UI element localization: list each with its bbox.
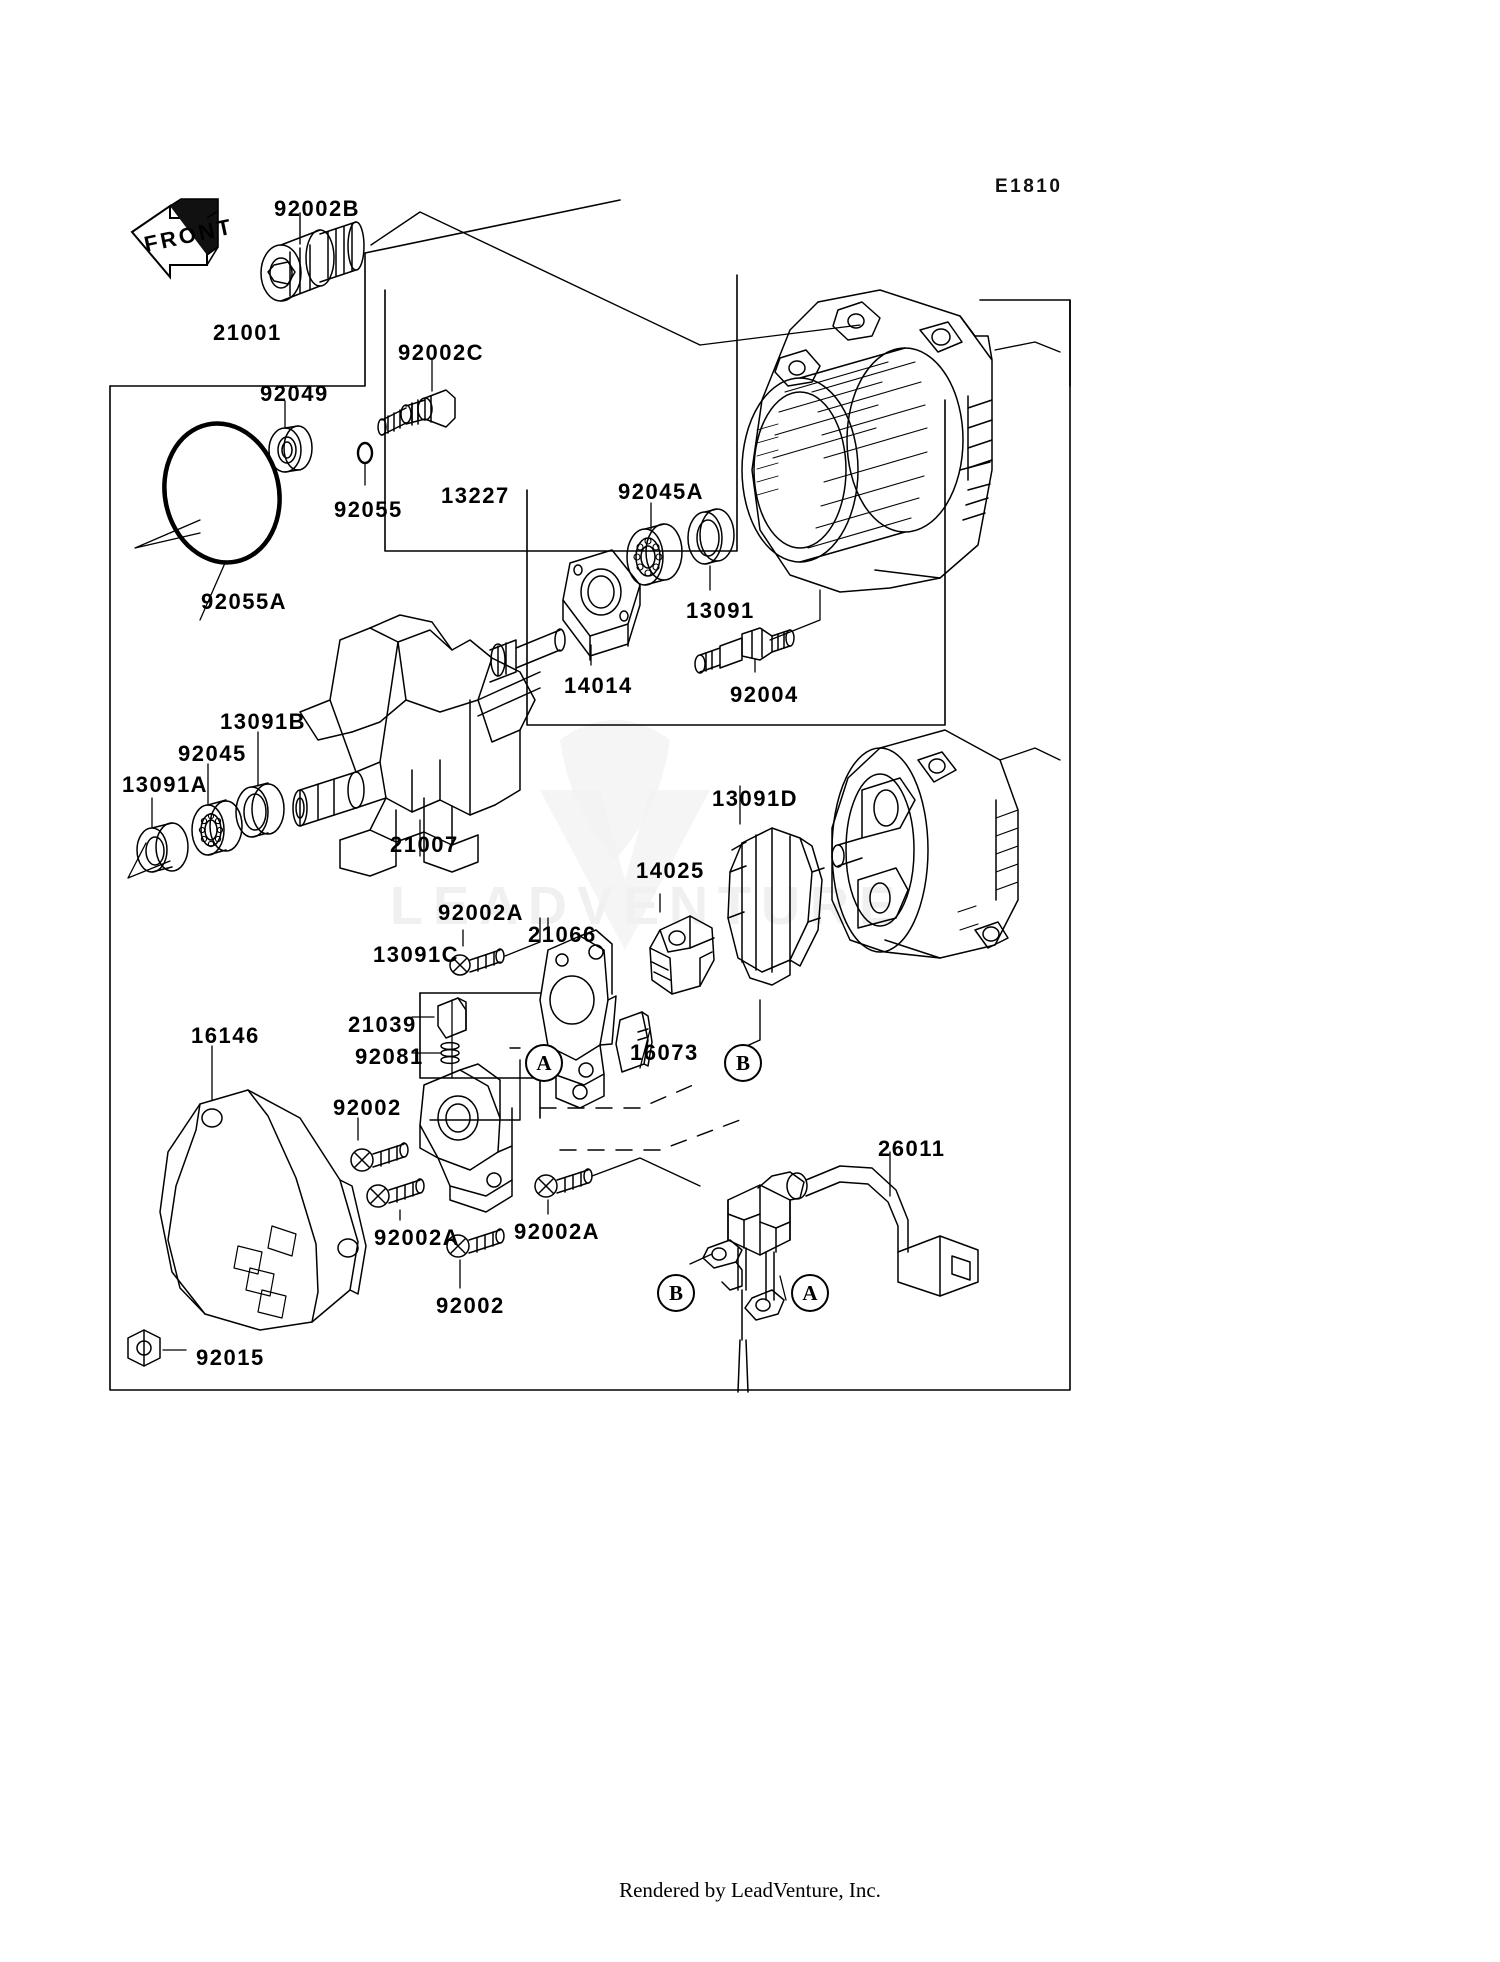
part-label-92055A: 92055A xyxy=(201,589,288,614)
part-label-92002A-2: 92002A xyxy=(374,1225,461,1250)
part-label-13091D: 13091D xyxy=(712,786,799,811)
part-label-16146: 16146 xyxy=(191,1023,260,1048)
part-92015 xyxy=(127,1329,187,1367)
part-21039-brush xyxy=(411,997,467,1039)
front-arrow-icon: FRONT xyxy=(130,198,236,280)
part-label-92002A-3: 92002A xyxy=(514,1219,601,1244)
part-13091C-holder xyxy=(419,999,513,1213)
part-label-92045: 92045 xyxy=(178,741,247,766)
part-92002-screw-1 xyxy=(350,1117,409,1172)
part-21001-stator xyxy=(699,289,1061,593)
part-label-92002-1: 92002 xyxy=(333,1095,402,1120)
part-label-92045A: 92045A xyxy=(618,479,705,504)
part-label-13091: 13091 xyxy=(686,598,755,623)
part-label-13091B: 13091B xyxy=(220,709,307,734)
part-92002A-screw-2 xyxy=(366,1178,425,1221)
part-92045A xyxy=(626,502,683,586)
part-13091A xyxy=(127,797,189,879)
diagram-code: E1810 xyxy=(995,176,1063,197)
part-label-92002A-1: 92002A xyxy=(438,900,525,925)
part-label-13227: 13227 xyxy=(441,483,510,508)
part-label-14014: 14014 xyxy=(564,673,633,698)
part-label-16073: 16073 xyxy=(630,1040,699,1065)
part-label-26011: 26011 xyxy=(878,1136,946,1161)
part-14014 xyxy=(562,549,641,666)
part-92049 xyxy=(268,400,313,473)
part-16146 xyxy=(159,1045,367,1331)
part-label-21007: 21007 xyxy=(390,832,459,857)
callout-marker-A-lower: A xyxy=(791,1274,829,1312)
part-label-92015: 92015 xyxy=(196,1345,265,1370)
part-26011 xyxy=(689,1151,979,1393)
part-13091 xyxy=(687,508,735,591)
footer-attribution: Rendered by LeadVenture, Inc. xyxy=(619,1878,881,1902)
part-label-92002B: 92002B xyxy=(274,196,361,221)
part-label-92055: 92055 xyxy=(334,497,403,522)
part-label-92049: 92049 xyxy=(260,381,329,406)
part-label-21001: 21001 xyxy=(213,320,282,345)
part-label-92002-2: 92002 xyxy=(436,1293,505,1318)
part-label-14025: 14025 xyxy=(636,858,705,883)
callout-marker-A-upper: A xyxy=(525,1044,563,1082)
part-92002A-screw-3 xyxy=(534,1157,701,1215)
svg-text:FRONT: FRONT xyxy=(142,214,236,257)
part-label-92004: 92004 xyxy=(730,682,799,707)
part-label-92081: 92081 xyxy=(355,1044,424,1069)
part-label-13091C: 13091C xyxy=(373,942,460,967)
callout-marker-B-upper: B xyxy=(724,1044,762,1082)
part-label-13091A: 13091A xyxy=(122,772,209,797)
part-92055 xyxy=(356,441,374,486)
part-label-21066: 21066 xyxy=(528,922,597,947)
part-92002B xyxy=(260,211,701,346)
part-label-92002C: 92002C xyxy=(398,340,485,365)
part-label-21039: 21039 xyxy=(348,1012,417,1037)
part-92002C xyxy=(377,359,456,436)
callout-marker-B-lower: B xyxy=(657,1274,695,1312)
